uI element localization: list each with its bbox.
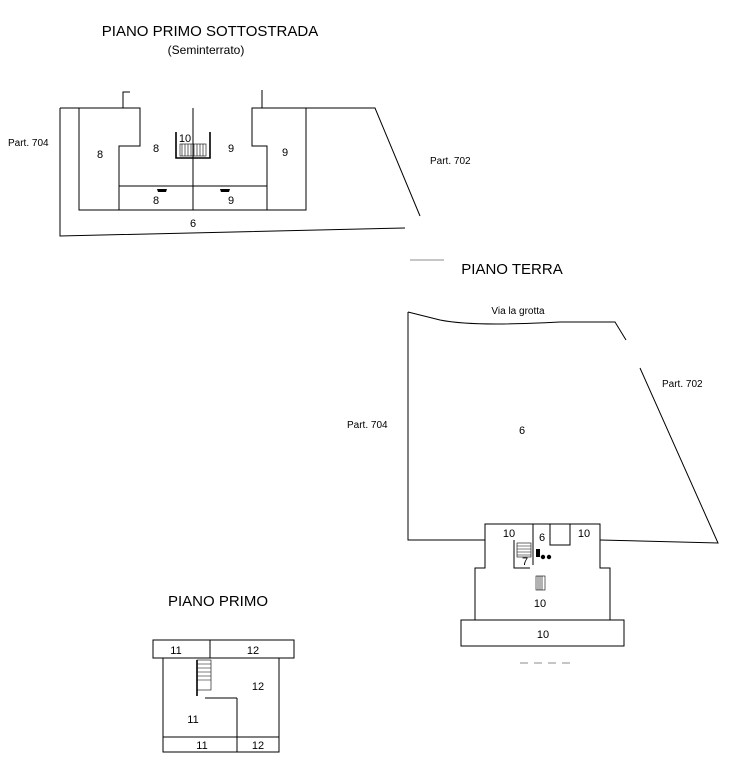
fixture-icon (157, 189, 167, 192)
terra-part-left: Part. 704 (347, 420, 388, 431)
plan-primo: PIANO PRIMO 11 12 12 11 11 12 (152, 593, 295, 753)
plan-seminterrato: PIANO PRIMO SOTTOSTRADA (Seminterrato) P… (8, 23, 471, 237)
room-label: 8 (97, 149, 103, 161)
primo-building-outline (152, 639, 295, 753)
room-label: 8 (153, 143, 159, 155)
room-label: 12 (252, 740, 264, 752)
room-label: 12 (252, 681, 264, 693)
fixture-icon (546, 554, 552, 560)
terra-annex-outline (460, 523, 625, 647)
seminterrato-lot-boundary (59, 108, 406, 237)
room-label: 10 (179, 133, 191, 145)
room-label: 6 (190, 218, 196, 230)
room-label: 10 (537, 629, 549, 641)
stair-block (175, 132, 211, 159)
seminterrato-subtitle: (Seminterrato) (168, 43, 245, 57)
room-label: 12 (247, 645, 259, 657)
seminterrato-part-right: Part. 702 (430, 156, 471, 167)
terra-title: PIANO TERRA (461, 261, 562, 278)
stair-steps-icon (197, 663, 211, 681)
room-label: 9 (282, 147, 288, 159)
room-label: 11 (170, 645, 181, 657)
terra-part-right: Part. 702 (662, 379, 703, 390)
room-label: 10 (578, 528, 590, 540)
room-label: 9 (228, 195, 234, 207)
room-label: 11 (187, 714, 198, 726)
room-label: 7 (522, 556, 528, 568)
room-label: 9 (228, 143, 234, 155)
seminterrato-title: PIANO PRIMO SOTTOSTRADA (102, 23, 318, 40)
seminterrato-part-left: Part. 704 (8, 138, 49, 149)
fixture-icon (536, 549, 540, 557)
stair-steps-icon (537, 576, 543, 590)
room-label: 6 (539, 532, 545, 544)
room-label: 11 (196, 740, 207, 752)
primo-title: PIANO PRIMO (168, 593, 268, 610)
room-label: 10 (503, 528, 515, 540)
fixture-icon (220, 189, 230, 192)
terra-lot-boundary (407, 311, 627, 341)
stair-steps-icon (181, 144, 204, 156)
room-label: 6 (519, 425, 525, 437)
stair-steps-icon (517, 545, 531, 556)
plan-terra: PIANO TERRA Via la grotta Part. 702 Part… (347, 259, 719, 664)
room-label: 8 (153, 195, 159, 207)
street-label: Via la grotta (491, 306, 545, 317)
room-label: 10 (534, 598, 546, 610)
fixture-icon (540, 554, 546, 560)
